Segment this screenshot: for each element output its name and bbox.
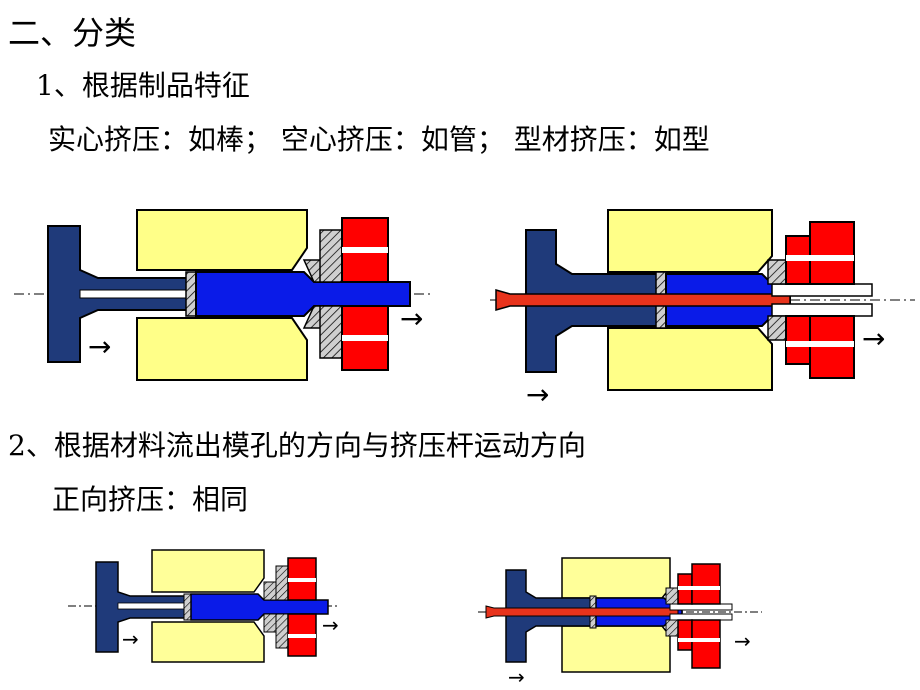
svg-text:→: → <box>734 629 751 653</box>
forward-solid-extrusion-diagram: → → <box>68 549 339 663</box>
container-bottom <box>136 317 308 381</box>
ram-motion-arrow: → <box>526 378 549 410</box>
section-heading: 二、分类 <box>8 14 137 52</box>
solid-extrusion-diagram: → → <box>14 209 434 381</box>
container-top <box>136 209 308 271</box>
die-holder-bottom <box>319 305 343 359</box>
dummy-block <box>185 271 197 317</box>
svg-text:→: → <box>322 613 339 637</box>
die-ring-bottom <box>785 315 811 365</box>
die-top <box>767 259 787 285</box>
section1-types-line: 实心挤压：如棒； 空心挤压：如管； 型材挤压：如型 <box>48 123 710 156</box>
container-bottom <box>607 327 773 391</box>
hollow-extrusion-diagram: → → <box>490 209 915 410</box>
ram-bore <box>79 289 189 299</box>
tube-bottom <box>771 303 873 317</box>
section2-forward-line: 正向挤压：相同 <box>52 483 249 516</box>
forward-hollow-extrusion-diagram: → → <box>478 557 762 689</box>
section1-title: 1、根据制品特征 <box>36 69 250 102</box>
ram-motion-arrow: → <box>88 330 111 363</box>
product-flow-arrow: → <box>400 302 423 335</box>
container-top <box>607 209 773 273</box>
svg-text:→: → <box>122 627 139 651</box>
die-bottom <box>767 315 787 341</box>
section2-title: 2、根据材料流出模孔的方向与挤压杆运动方向 <box>8 429 586 462</box>
die-backer-top <box>809 221 855 285</box>
product-flow-arrow: → <box>862 322 885 355</box>
die-holder-top <box>319 229 343 283</box>
tube-top <box>771 283 873 297</box>
svg-text:→: → <box>508 665 525 689</box>
